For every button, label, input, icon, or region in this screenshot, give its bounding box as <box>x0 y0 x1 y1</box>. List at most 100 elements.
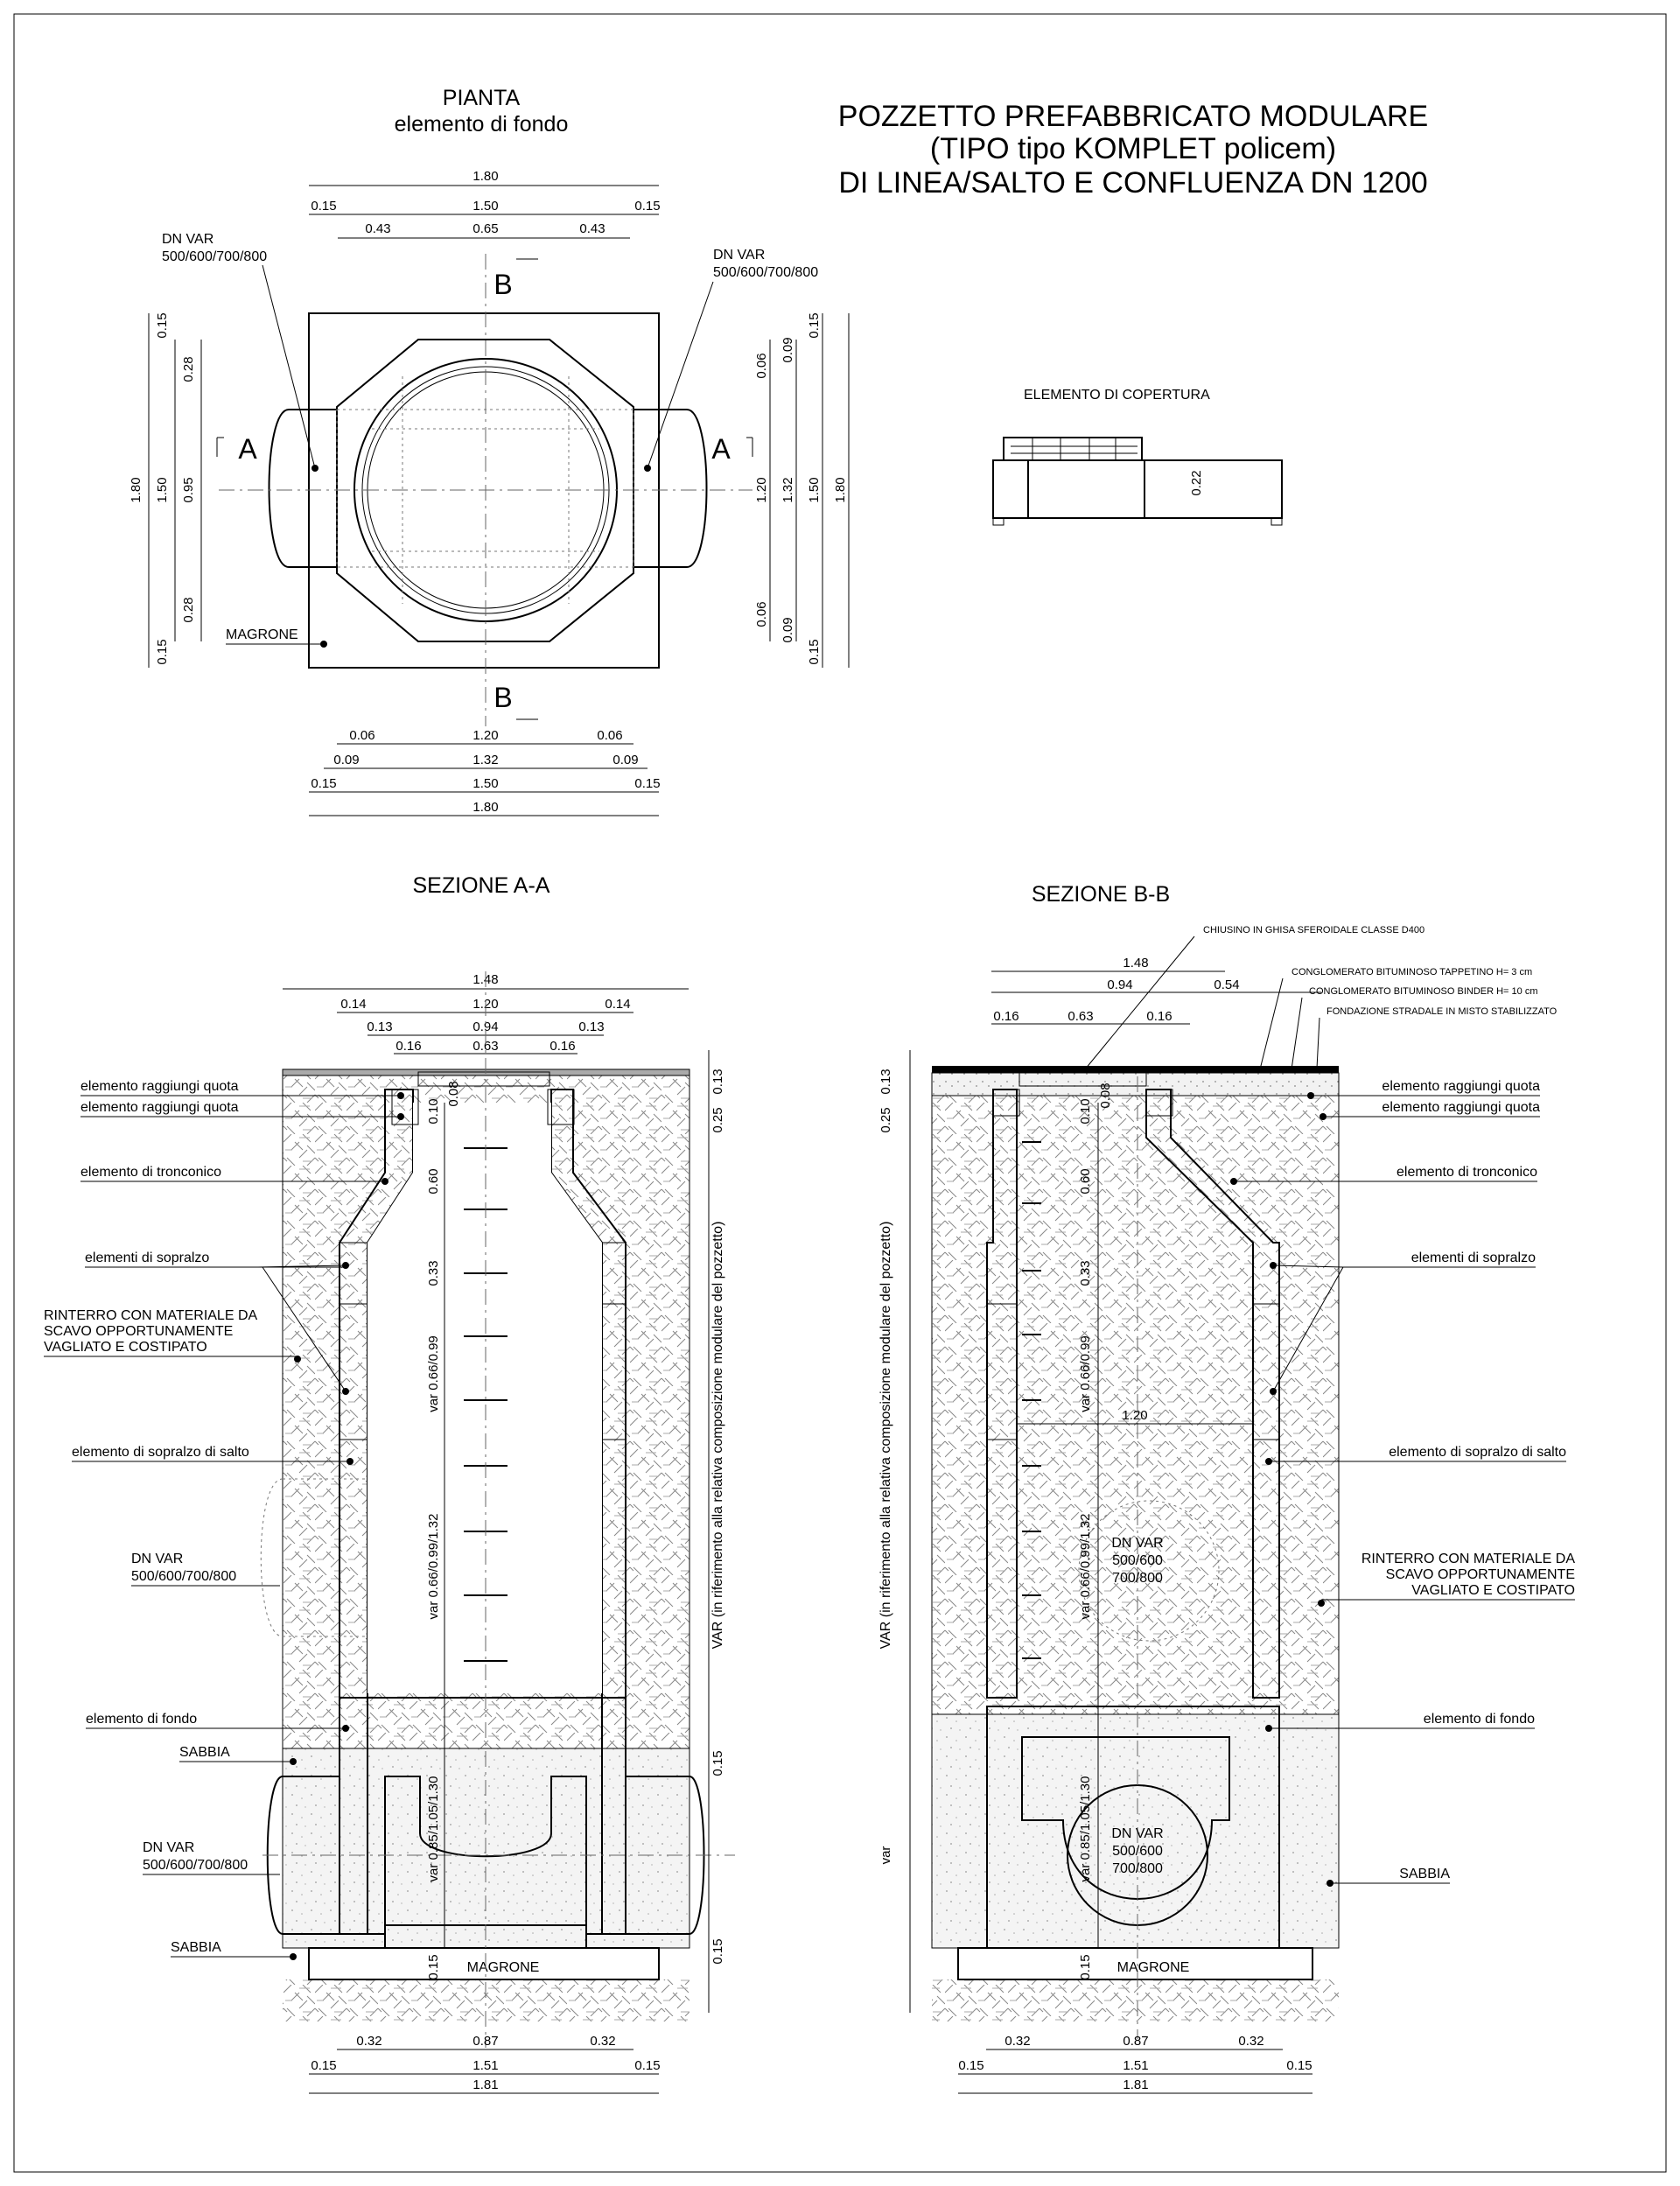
bb-label-rinterro-3: VAGLIATO E COSTIPATO <box>1411 1583 1575 1598</box>
plan-dim-left-sub-top: 0.28 <box>181 356 196 382</box>
bb-dn2-2: 500/600 <box>1112 1844 1163 1859</box>
plan-dim-bottom-r2-center: 1.32 <box>472 753 498 767</box>
bb-magrone-label: MAGRONE <box>1117 1960 1190 1975</box>
bb-vdim-var2: var 0.66/0.99/1.32 <box>1078 1514 1093 1620</box>
aa-label-dnvar-2: 500/600/700/800 <box>131 1569 236 1584</box>
plan-dim-bottom-r1-right: 0.06 <box>597 728 622 743</box>
section-aa-heading: SEZIONE A-A <box>413 873 550 898</box>
bb-ldim-013: 0.13 <box>878 1068 893 1094</box>
title-line-1: POZZETTO PREFABBRICATO MODULARE <box>838 100 1428 133</box>
plan-dim-bottom-r3-center: 1.50 <box>472 776 498 791</box>
section-bb: SEZIONE B-B CHIUSINO IN GHISA SFEROIDALE… <box>878 882 1576 2094</box>
bb-dim-bottom-r2-left: 0.15 <box>958 2058 984 2073</box>
plan-dim-bottom-r3-right: 0.15 <box>634 776 660 791</box>
bb-dim-r2-center: 0.63 <box>1068 1009 1093 1024</box>
bb-dim-bottom-r1-center: 0.87 <box>1123 2034 1148 2049</box>
aa-dim-bottom-r2-center: 1.51 <box>472 2058 498 2073</box>
plan-dim-bottom-r2-left: 0.09 <box>333 753 359 767</box>
bb-dn2-3: 700/800 <box>1112 1861 1163 1876</box>
plan-section-a-left: A <box>238 433 257 465</box>
plan-dim-bottom-r1-center: 1.20 <box>472 728 498 743</box>
plan-section-b-bottom: B <box>494 682 512 713</box>
bb-vdim-015: 0.15 <box>1078 1954 1093 1979</box>
bb-dim-bottom-r1-right: 0.32 <box>1238 2034 1264 2049</box>
bb-dim-bottom-r1-left: 0.32 <box>1004 2034 1030 2049</box>
plan-dim-right-b-bottom: 0.09 <box>780 617 795 642</box>
plan-dim-top-side-left: 0.15 <box>311 199 336 214</box>
aa-vdim-010: 0.10 <box>426 1098 441 1124</box>
plan-dim-top-left: 0.43 <box>365 221 390 236</box>
aa-dim-bottom-r1-right: 0.32 <box>590 2034 615 2049</box>
aa-rdim-015b: 0.15 <box>710 1938 725 1964</box>
section-bb-heading: SEZIONE B-B <box>1032 882 1170 907</box>
aa-label-tronconico: elemento di tronconico <box>80 1165 221 1180</box>
bb-vdim-var1: var 0.66/0.99 <box>1078 1335 1093 1412</box>
plan-dim-left-center: 0.95 <box>181 477 196 502</box>
bb-label-fondo: elemento di fondo <box>1424 1712 1535 1727</box>
aa-label-raggiungi-2: elemento raggiungi quota <box>80 1100 239 1115</box>
plan-pipe-left-label-1: DN VAR <box>162 232 214 247</box>
bb-dim-bottom-total: 1.81 <box>1123 2077 1148 2092</box>
bb-dn1-2: 500/600 <box>1112 1553 1163 1568</box>
aa-dim-r1-right: 0.14 <box>605 997 630 1012</box>
bb-dn2-1: DN VAR <box>1111 1826 1163 1841</box>
aa-dim-bottom-r2-right: 0.15 <box>634 2058 660 2073</box>
aa-label-sopralzo-salto: elemento di sopralzo di salto <box>72 1445 249 1460</box>
aa-label-rinterro-2: SCAVO OPPORTUNAMENTE <box>44 1324 233 1339</box>
plan-dim-right-f: 1.50 <box>807 477 822 502</box>
title-block: POZZETTO PREFABBRICATO MODULARE (TIPO ti… <box>838 100 1428 200</box>
aa-dim-r3-center: 0.63 <box>472 1039 498 1054</box>
bb-note-4: FONDAZIONE STRADALE IN MISTO STABILIZZAT… <box>1326 1006 1558 1017</box>
cover-heading: ELEMENTO DI COPERTURA <box>1024 388 1210 403</box>
bb-label-sabbia: SABBIA <box>1399 1867 1450 1881</box>
bb-label-rinterro-1: RINTERRO CON MATERIALE DA <box>1362 1552 1576 1566</box>
plan-dim-right-e: 1.32 <box>780 477 795 502</box>
bb-label-sopralzo: elementi di sopralzo <box>1411 1251 1536 1265</box>
plan-dim-left-side-top: 0.15 <box>155 312 170 338</box>
plan-magrone-label: MAGRONE <box>226 627 298 642</box>
bb-vdim-120: 1.20 <box>1122 1408 1147 1423</box>
plan-pipe-left-label-2: 500/600/700/800 <box>162 249 267 264</box>
title-line-2: (TIPO tipo KOMPLET policem) <box>930 132 1336 165</box>
cover-element: ELEMENTO DI COPERTURA 0.22 <box>992 388 1283 526</box>
aa-dim-r3-left: 0.16 <box>396 1039 421 1054</box>
aa-rdim-013: 0.13 <box>710 1068 725 1094</box>
bb-ldim-var-long: VAR (in riferimento alla relativa compos… <box>878 1222 893 1650</box>
aa-dim-bottom-total: 1.81 <box>472 2077 498 2092</box>
plan-dim-top-right: 0.43 <box>579 221 605 236</box>
bb-ldim-var: var <box>878 1846 893 1865</box>
plan-dim-left-side-bottom: 0.15 <box>155 639 170 664</box>
plan-dim-top-side-right: 0.15 <box>634 199 660 214</box>
bb-dim-r2-left: 0.16 <box>993 1009 1018 1024</box>
aa-label-dnvar-1: DN VAR <box>131 1552 183 1566</box>
title-line-3: DI LINEA/SALTO E CONFLUENZA DN 1200 <box>838 166 1427 200</box>
aa-rdim-025: 0.25 <box>710 1107 725 1132</box>
bb-note-3: CONGLOMERATO BITUMINOSO BINDER H= 10 cm <box>1309 986 1538 997</box>
aa-label-raggiungi-1: elemento raggiungi quota <box>80 1079 239 1094</box>
plan-view: PIANTA elemento di fondo 1.80 0.15 1.50 … <box>129 86 850 816</box>
bb-vdim-033: 0.33 <box>1078 1260 1093 1286</box>
aa-dim-r2-left: 0.13 <box>367 1019 392 1034</box>
plan-subheading: elemento di fondo <box>395 112 569 137</box>
bb-dim-r1-right: 0.54 <box>1214 977 1239 992</box>
plan-dim-bottom-r1-left: 0.06 <box>349 728 374 743</box>
bb-vdim-060: 0.60 <box>1078 1168 1093 1194</box>
plan-dim-top-center: 0.65 <box>472 221 498 236</box>
bb-dn1-3: 700/800 <box>1112 1571 1163 1586</box>
bb-label-raggiungi-1: elemento raggiungi quota <box>1382 1079 1540 1094</box>
plan-dim-bottom-total: 1.80 <box>472 800 498 815</box>
cover-dim: 0.22 <box>1189 470 1204 495</box>
plan-dim-right-a-bottom: 0.06 <box>754 601 769 627</box>
bb-note-2: CONGLOMERATO BITUMINOSO TAPPETINO H= 3 c… <box>1292 967 1532 977</box>
bb-label-rinterro-2: SCAVO OPPORTUNAMENTE <box>1386 1567 1575 1582</box>
bb-dn1-1: DN VAR <box>1111 1536 1163 1551</box>
bb-dim-bottom-r2-center: 1.51 <box>1123 2058 1148 2073</box>
bb-vdim-008: 0.08 <box>1098 1082 1113 1108</box>
aa-label-rinterro-1: RINTERRO CON MATERIALE DA <box>44 1308 258 1323</box>
plan-dim-right-d: 1.20 <box>754 477 769 502</box>
bb-vdim-010: 0.10 <box>1078 1098 1093 1124</box>
plan-dim-top-total: 1.80 <box>472 169 498 184</box>
plan-dim-bottom-r2-right: 0.09 <box>612 753 638 767</box>
aa-rdim-var: VAR (in riferimento alla relativa compos… <box>710 1222 725 1650</box>
aa-label-fondo: elemento di fondo <box>86 1712 197 1727</box>
